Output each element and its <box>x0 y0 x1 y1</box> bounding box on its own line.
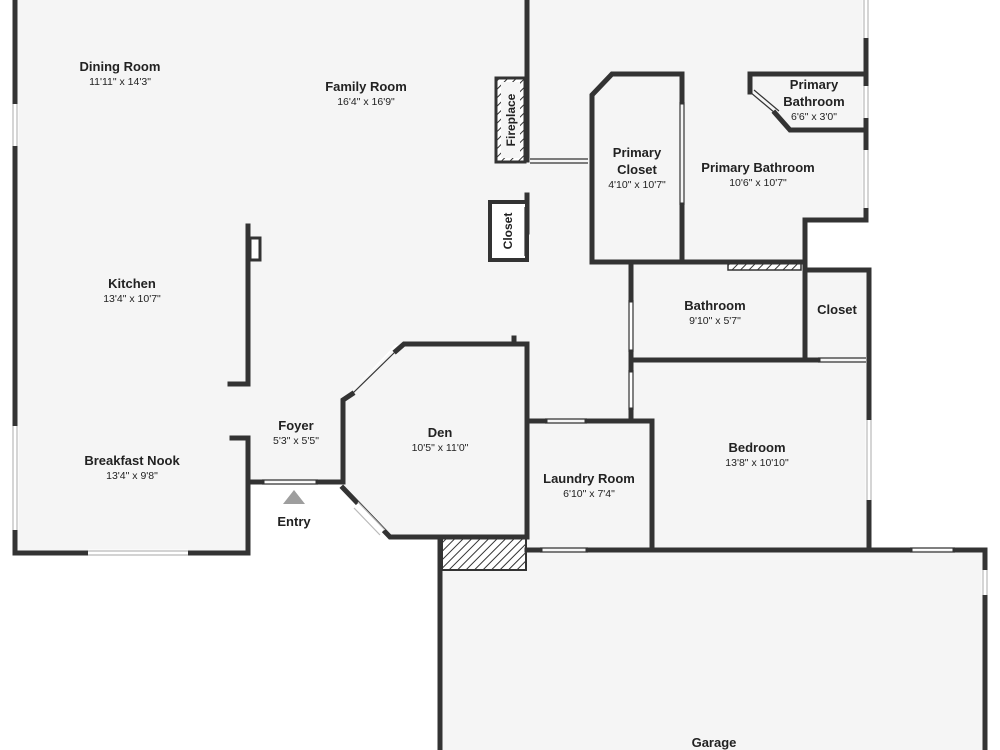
primary-closet-name-line1: Primary <box>613 145 662 160</box>
bedroom-dims: 13'8" x 10'10" <box>725 457 789 469</box>
primary-bathroom-dims: 10'6" x 10'7" <box>729 177 787 189</box>
closet-right-name: Closet <box>817 302 857 317</box>
laundry-room-dims: 6'10" x 7'4" <box>563 488 615 500</box>
foyer-name: Foyer <box>278 418 313 433</box>
garage-step-hatch <box>441 537 527 571</box>
primary-closet-name-line2: Closet <box>617 162 657 177</box>
primary-closet-dims: 4'10" x 10'7" <box>608 179 666 191</box>
garage-name: Garage <box>692 735 737 750</box>
family-room-name: Family Room <box>325 79 407 94</box>
family-room-dims: 16'4" x 16'9" <box>337 96 395 108</box>
primary-bathroom-small-name-line2: Bathroom <box>783 94 844 109</box>
dining-room-dims: 11'11" x 14'3" <box>89 76 151 88</box>
door-openings <box>262 89 955 553</box>
kitchen-dims: 13'4" x 10'7" <box>103 293 161 305</box>
bedroom-name: Bedroom <box>728 440 785 455</box>
laundry-room-name: Laundry Room <box>543 471 635 486</box>
windows <box>11 0 989 595</box>
breakfast-nook-dims: 13'4" x 9'8" <box>106 470 158 482</box>
foyer-dims: 5'3" x 5'5" <box>273 435 319 447</box>
primary-bathroom-name: Primary Bathroom <box>701 160 814 175</box>
primary-bathroom-small-dims: 6'6" x 3'0" <box>791 111 837 123</box>
entry-label: Entry <box>277 514 311 529</box>
bathroom-dims: 9'10" x 5'7" <box>689 315 741 327</box>
closet-small-label: Closet <box>501 213 515 250</box>
primary-bathroom-small-name-line1: Primary <box>790 77 839 92</box>
dining-room-name: Dining Room <box>80 59 161 74</box>
kitchen-name: Kitchen <box>108 276 156 291</box>
entry-arrow-icon <box>283 490 305 504</box>
floor-fills <box>15 0 985 750</box>
bathroom-name: Bathroom <box>684 298 745 313</box>
fireplace-label: Fireplace <box>504 93 518 146</box>
den-name: Den <box>428 425 453 440</box>
den-dims: 10'5" x 11'0" <box>412 442 469 454</box>
breakfast-nook-name: Breakfast Nook <box>84 453 180 468</box>
